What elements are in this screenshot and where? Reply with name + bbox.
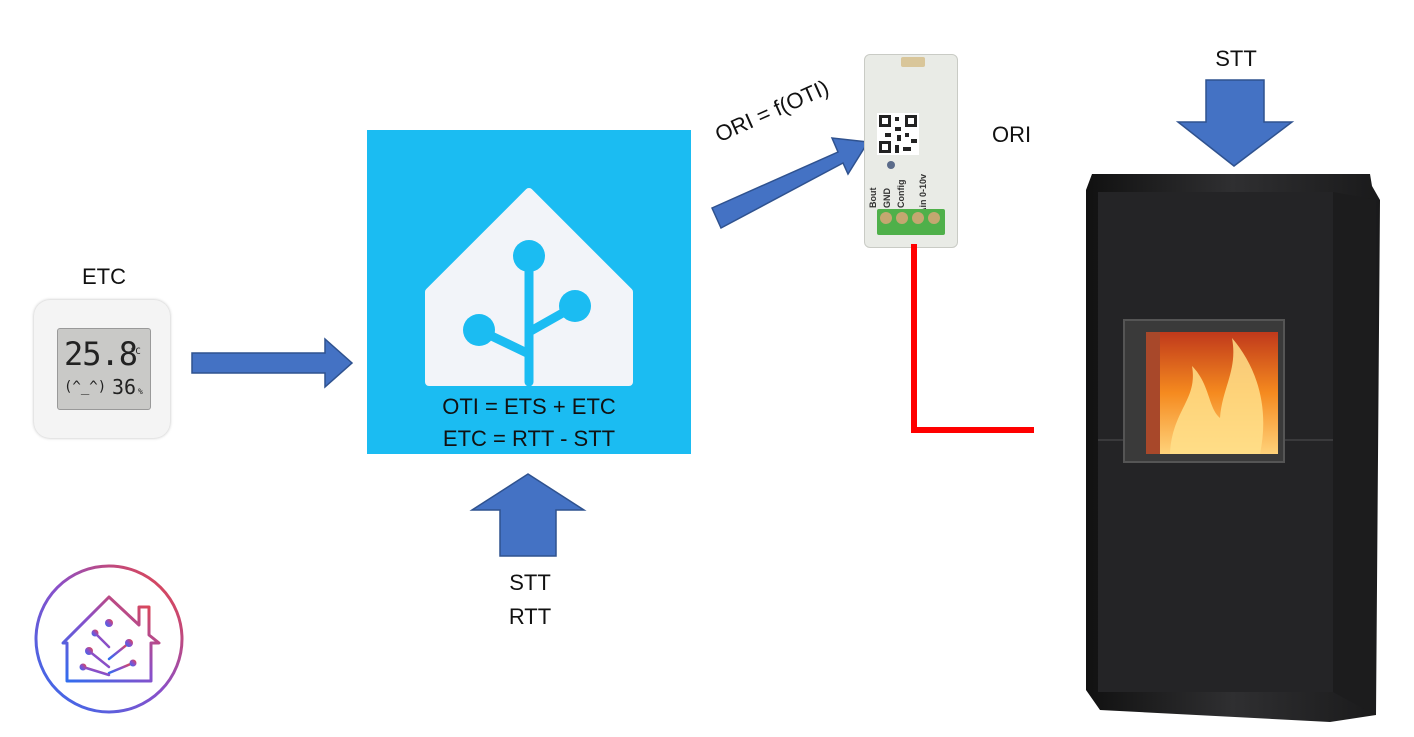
sensor-face: (^_^) <box>64 379 107 395</box>
home-assistant-logo-icon <box>425 188 633 387</box>
temperature-sensor: 25.8 °C (^_^) 36 % <box>34 300 170 438</box>
arrow-inputs-to-ha <box>469 473 587 557</box>
arrow-ha-to-ori <box>711 137 870 230</box>
stove-label: STT <box>1215 46 1257 71</box>
module-pin-label: Ain 0-10v <box>918 173 928 214</box>
formula-oti: OTI = ETS + ETC <box>442 394 616 419</box>
ori-module: Bout GND Config Ain 0-10v <box>864 54 958 248</box>
sensor-display: 25.8 °C (^_^) 36 % <box>57 328 151 410</box>
sensor-temp-value: 25.8 <box>64 335 138 373</box>
sensor-temp-unit: °C <box>130 347 141 357</box>
input-rtt-label: RTT <box>508 604 552 629</box>
home-assistant-box: OTI = ETS + ETC ETC = RTT - STT <box>367 130 691 454</box>
input-stt-label: STT <box>509 570 551 595</box>
sensor-humidity-unit: % <box>138 387 143 396</box>
arrow-sensor-to-ha <box>191 337 354 389</box>
sensor-label: ETC <box>82 264 126 289</box>
module-clip <box>901 57 925 67</box>
module-pin-label: Config <box>896 179 906 209</box>
module-pin-label: GND <box>882 188 892 208</box>
status-led <box>887 161 895 169</box>
terminal-block <box>877 209 945 235</box>
arrow-stt-to-stove <box>1175 79 1295 167</box>
qr-code-icon <box>877 113 919 155</box>
module-pin-label: Bout <box>868 187 878 209</box>
sensor-humidity-value: 36 <box>112 375 137 399</box>
module-label: ORI <box>992 122 1032 147</box>
flame-icon <box>1170 338 1264 454</box>
red-wire <box>911 244 1034 433</box>
formula-etc: ETC = RTT - STT <box>442 426 616 451</box>
home-assistant-round-logo-icon <box>34 564 184 714</box>
pellet-stove <box>1086 174 1380 722</box>
